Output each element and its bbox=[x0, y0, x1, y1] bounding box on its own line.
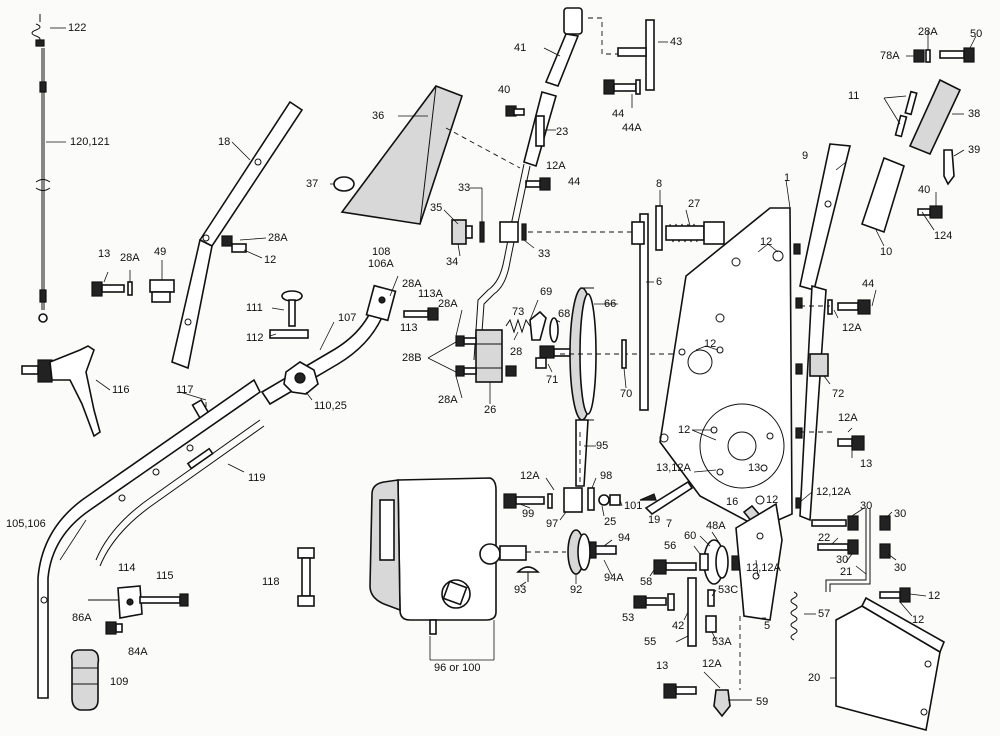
part-113-bolt bbox=[403, 307, 439, 321]
part-38-hinge bbox=[908, 78, 962, 156]
part-23-link bbox=[523, 91, 557, 168]
part-33-washers bbox=[479, 221, 527, 243]
part-40-bolt-right bbox=[917, 205, 943, 219]
part-44-bolt-small bbox=[525, 177, 551, 191]
part-40-bolt bbox=[505, 105, 525, 117]
part-119-throttle-cable bbox=[95, 419, 265, 567]
part-68-washer bbox=[549, 317, 559, 343]
part-8-washer bbox=[655, 205, 663, 251]
part-50-bolt bbox=[939, 47, 975, 63]
part-12-studs-frame bbox=[793, 243, 803, 509]
part-44-bolt-top bbox=[603, 79, 641, 95]
part-59-tine bbox=[713, 689, 752, 718]
part-26-block bbox=[475, 329, 503, 383]
part-116-brake-lever bbox=[21, 345, 101, 438]
part-53c-washer bbox=[707, 589, 715, 607]
part-27-bolt bbox=[631, 221, 725, 245]
part-20-plate bbox=[835, 596, 946, 731]
part-19-key bbox=[639, 493, 657, 501]
part-53a-bushing bbox=[705, 615, 717, 633]
part-122-spring-hook bbox=[31, 14, 45, 47]
part-10-tine-holder bbox=[860, 156, 905, 234]
part-43-bracket bbox=[617, 19, 655, 91]
part-99-bolt bbox=[503, 493, 553, 509]
part-41-clutch-lever bbox=[544, 7, 583, 87]
part-92-drive-pulley bbox=[567, 529, 591, 575]
part-6-link-plate bbox=[639, 213, 649, 411]
part-78a-nut bbox=[913, 49, 931, 63]
part-7-plate bbox=[644, 480, 694, 516]
part-39-pin bbox=[943, 149, 955, 186]
part-57-spring bbox=[790, 591, 798, 641]
part-9-side-plate bbox=[799, 143, 852, 522]
part-11-pins bbox=[894, 90, 918, 138]
part-71-bolt bbox=[535, 345, 573, 369]
part-60-spacer bbox=[699, 553, 709, 571]
part-97-hub bbox=[563, 487, 583, 513]
part-101-bolt bbox=[598, 494, 621, 506]
part-69-clip bbox=[529, 310, 547, 341]
part-55-arm bbox=[687, 577, 697, 647]
part-35-nut bbox=[451, 219, 473, 245]
part-112-clip bbox=[269, 329, 309, 339]
part-21-rod bbox=[825, 508, 871, 592]
part-12-bolt-handle bbox=[221, 235, 247, 253]
part-109-grip bbox=[70, 649, 100, 711]
part-111-pin bbox=[281, 290, 303, 327]
part-13-bolt-left bbox=[91, 281, 133, 297]
part-58-bolt bbox=[653, 559, 697, 575]
part-95-belt bbox=[575, 419, 589, 487]
part-73-spring bbox=[505, 318, 531, 334]
part-93-clip bbox=[516, 566, 540, 582]
part-118-coupler bbox=[297, 547, 315, 607]
part-1-main-frame bbox=[659, 207, 793, 529]
part-94-bolt bbox=[589, 541, 617, 559]
part-22-pin bbox=[811, 519, 849, 551]
part-110-knob bbox=[283, 361, 319, 395]
part-37-knob bbox=[333, 176, 355, 192]
part-120-cable bbox=[35, 48, 51, 323]
part-18-handle-bar bbox=[171, 100, 304, 370]
part-72-nut bbox=[809, 353, 829, 377]
part-98-washer bbox=[587, 487, 595, 511]
part-108-clamp bbox=[365, 284, 397, 322]
part-70-washer bbox=[621, 339, 627, 369]
leader-lines bbox=[46, 27, 977, 689]
part-105-handle-tube bbox=[37, 378, 262, 699]
part-5-bracket bbox=[735, 502, 783, 621]
part-36-belt-guard bbox=[340, 85, 463, 225]
part-13-bolt-right bbox=[837, 435, 865, 451]
part-86a-nut bbox=[105, 621, 123, 635]
part-44-bolt-right bbox=[827, 299, 871, 315]
part-shift-rod bbox=[473, 163, 531, 361]
part-53-bolt bbox=[633, 593, 675, 611]
part-114-bracket bbox=[88, 585, 189, 619]
part-49-pin bbox=[149, 279, 175, 303]
part-30-nuts bbox=[847, 515, 891, 559]
part-28a-screws bbox=[455, 335, 517, 377]
part-96-engine bbox=[369, 477, 527, 635]
part-12-bolt-bottom-right bbox=[879, 587, 911, 603]
part-56-idler-pulley bbox=[703, 539, 729, 585]
part-13-bolt-bottom bbox=[663, 683, 697, 699]
